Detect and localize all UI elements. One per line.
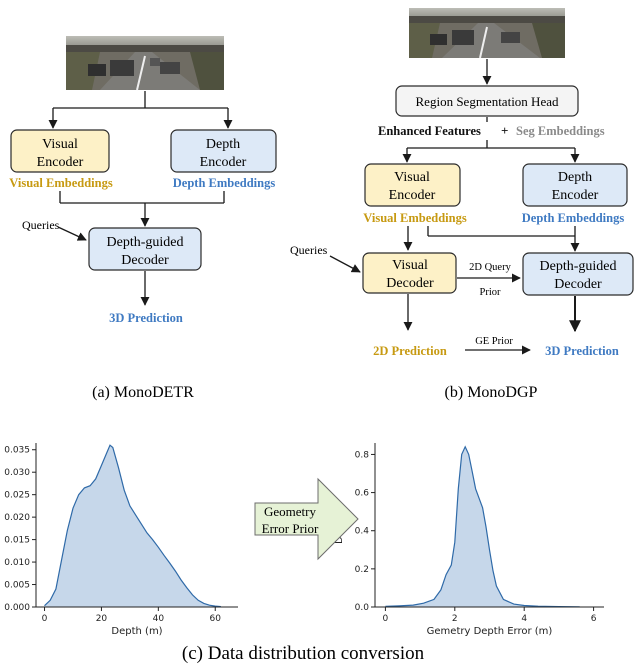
visual-embeddings-label-a: Visual Embeddings [9,176,113,190]
y-tick-label: 0.035 [4,446,30,456]
road-scene-image-b [409,8,565,59]
y-tick-label: 0.030 [4,468,30,478]
visual-decoder-label-2: Decoder [386,276,434,291]
depth-guided-decoder-box-a [88,227,202,271]
depth-encoder-label-a-1: Depth [206,137,240,152]
arrow-label-1: Geometry [264,504,316,519]
region-segmentation-head-label: Region Segmentation Head [416,94,559,109]
x-tick-label: 0 [383,614,389,624]
queries-label-b: Queries [290,243,328,257]
visual-encoder-box-a [10,129,110,173]
caption-a: (a) MonoDETR [92,384,194,401]
monodetr-panel: Visual Encoder Depth Encoder Visual Embe… [9,36,277,401]
seg-embeddings-label: Seg Embeddings [516,124,605,138]
monodgp-panel: Region Segmentation Head Enhanced Featur… [290,8,634,401]
queries-label-a: Queries [22,218,60,232]
depth-guided-decoder-box-b [522,252,634,296]
kde-line [44,444,221,608]
x-tick-label: 60 [210,614,222,624]
depth-encoder-label-b-1: Depth [558,170,592,185]
x-tick-label: 4 [521,614,527,624]
y-tick-label: 0.000 [4,603,30,613]
y-tick-label: 0.2 [355,565,369,575]
x-tick-label: 2 [452,614,458,624]
geometry-error-prior-arrow: Geometry Error Prior [254,477,359,561]
arrow-label-2: Error Prior [262,521,319,536]
visual-embeddings-label-b: Visual Embeddings [363,211,467,225]
depth-encoder-box-a [170,129,277,173]
x-axis-label: Depth (m) [111,626,162,637]
x-tick-label: 20 [96,614,108,624]
y-tick-label: 0.005 [4,581,30,591]
prediction-3d-label-b: 3D Prediction [545,344,619,358]
y-tick-label: 0.015 [4,536,30,546]
visual-encoder-label-b-1: Visual [394,170,430,185]
prediction-3d-label-a: 3D Prediction [109,311,183,325]
y-tick-label: 0.0 [355,603,370,613]
query-prior-label-2: Prior [480,287,502,298]
x-tick-label: 6 [591,614,597,624]
y-tick-label: 0.025 [4,491,30,501]
x-tick-label: 40 [153,614,165,624]
query-prior-label-1: 2D Query [469,262,511,273]
y-tick-label: 0.6 [355,489,370,499]
prediction-2d-label: 2D Prediction [373,344,447,358]
depth-embeddings-label-a: Depth Embeddings [173,176,276,190]
visual-decoder-box [362,252,457,294]
visual-encoder-box-b [364,163,461,207]
plus-sign: + [501,123,508,138]
y-tick-label: 0.4 [355,527,370,537]
enhanced-features-label: Enhanced Features [378,124,481,138]
visual-encoder-label-a-2: Encoder [37,155,84,170]
caption-c: (c) Data distribution conversion [182,643,425,664]
visual-decoder-label-1: Visual [392,258,428,273]
road-scene-image-a [66,36,224,91]
x-tick-label: 0 [42,614,48,624]
x-axis-label: Gemetry Depth Error (m) [427,626,553,637]
kde-area [44,445,221,607]
kde-line [385,445,580,608]
kde-area [385,446,580,607]
decoder-label-a-1: Depth-guided [107,235,184,250]
visual-encoder-label-a-1: Visual [42,137,78,152]
decoder-label-b-1: Depth-guided [540,259,617,274]
y-tick-label: 0.010 [4,558,30,568]
depth-encoder-label-a-2: Encoder [200,155,247,170]
visual-encoder-label-b-2: Encoder [389,188,436,203]
left-kde-chart: 0 20 40 60 0.000 0.005 0.010 0.015 0.020 0.025 0.0… [4,443,238,637]
region-segmentation-head-box [395,85,579,117]
depth-embeddings-label-b: Depth Embeddings [522,211,625,225]
y-tick-label: 0.8 [355,450,370,460]
decoder-label-a-2: Decoder [121,253,169,268]
decoder-label-b-2: Decoder [554,277,602,292]
ge-prior-label: GE Prior [475,336,513,347]
depth-encoder-label-b-2: Encoder [552,188,599,203]
depth-encoder-box-b [522,163,628,207]
caption-b: (b) MonoDGP [445,384,538,401]
y-tick-label: 0.020 [4,513,30,523]
